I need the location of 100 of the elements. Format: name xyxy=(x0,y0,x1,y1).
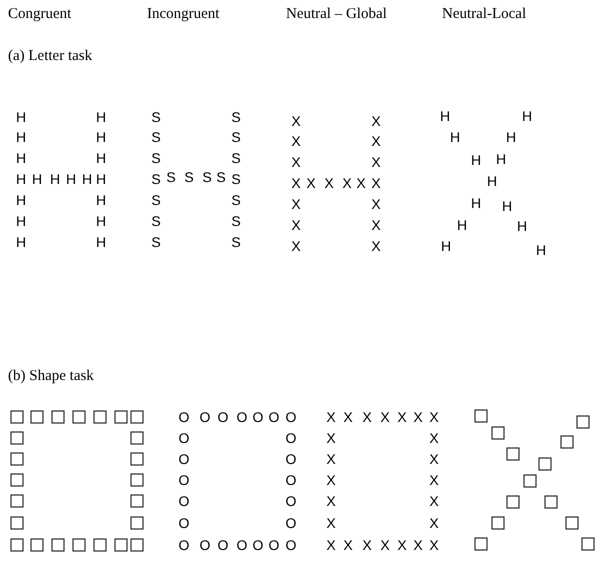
stimulus-letter: X xyxy=(371,238,381,254)
stimulus-letter: X xyxy=(291,113,301,129)
stimulus-letter: H xyxy=(32,171,42,187)
stimulus-letter: S xyxy=(231,213,241,229)
stimulus-letter: X xyxy=(291,238,301,254)
stimulus-letter: S xyxy=(231,171,241,187)
stimulus-letter: S xyxy=(231,192,241,208)
stimulus-letter: H xyxy=(16,109,26,125)
panel-label: (a) Letter task xyxy=(8,47,92,65)
stimulus-letter: X xyxy=(429,430,439,446)
stimulus-letter: O xyxy=(252,537,264,553)
stimulus-letter: X xyxy=(356,175,366,191)
stimulus-letter: X xyxy=(343,537,353,553)
stimulus-letter: X xyxy=(429,493,439,509)
stimulus-letter: S xyxy=(231,150,241,166)
stimulus-letter: H xyxy=(96,213,106,229)
stimulus-letter: H xyxy=(456,217,468,233)
stimulus-letter: X xyxy=(429,451,439,467)
stimulus-letter: X xyxy=(306,175,316,191)
column-heading: Congruent xyxy=(8,5,72,23)
stimulus-letter: O xyxy=(218,537,228,553)
stimulus-letter: X xyxy=(362,409,372,425)
stimulus-letter: H xyxy=(486,173,498,189)
stimulus-letter: S xyxy=(166,169,176,185)
stimulus-letter: O xyxy=(268,537,280,553)
stimulus-letter: X xyxy=(397,409,407,425)
stimulus-letter: O xyxy=(200,537,210,553)
stimulus-letter: H xyxy=(506,129,516,145)
stimulus-letter: O xyxy=(286,515,296,531)
stimulus-letter: H xyxy=(66,171,76,187)
stimulus-letter: H xyxy=(96,129,106,145)
stimulus-letter: S xyxy=(151,150,161,166)
stimulus-letter: H xyxy=(96,192,106,208)
stimulus-letter: X xyxy=(291,154,301,170)
stimulus-letter: S xyxy=(231,129,241,145)
stimulus-letter: H xyxy=(536,242,546,258)
stimulus-letter: S xyxy=(151,109,161,125)
stimulus-letter: X xyxy=(429,472,439,488)
stimulus-letter: X xyxy=(371,175,381,191)
stimulus-letter: S xyxy=(151,213,161,229)
stimulus-letter: S xyxy=(202,169,212,185)
column-heading: Neutral – Global xyxy=(286,5,387,23)
stimulus-letter: X xyxy=(371,154,381,170)
stimulus-letter: S xyxy=(151,234,161,250)
stimulus-letter: O xyxy=(236,409,248,425)
stimulus-letter: X xyxy=(326,493,336,509)
stimulus-letter: O xyxy=(218,409,228,425)
stimulus-letter: S xyxy=(231,109,241,125)
stimulus-letter: X xyxy=(291,217,301,233)
stimulus-letter: H xyxy=(440,238,452,254)
stimulus-letter: H xyxy=(96,234,106,250)
stimulus-letter: X xyxy=(429,515,439,531)
stimulus-letter: O xyxy=(178,409,190,425)
stimulus-letter: X xyxy=(429,537,439,553)
stimulus-letter: S xyxy=(231,234,241,250)
stimulus-letter: O xyxy=(252,409,264,425)
column-heading: Incongruent xyxy=(147,5,220,23)
stimulus-letter: X xyxy=(326,515,336,531)
stimulus-letter: X xyxy=(362,537,372,553)
stimulus-letter: X xyxy=(371,196,381,212)
stimulus-letter: O xyxy=(200,409,210,425)
stimulus-letter: O xyxy=(286,472,296,488)
stimulus-letter: X xyxy=(429,409,439,425)
stimulus-letter: H xyxy=(470,152,482,168)
stimulus-letter: O xyxy=(178,515,190,531)
stimulus-letter: S xyxy=(151,129,161,145)
stimulus-letter: O xyxy=(178,493,190,509)
stimulus-letter: X xyxy=(371,113,381,129)
stimulus-letter: O xyxy=(178,472,190,488)
stimulus-letter: S xyxy=(216,169,226,185)
stimulus-letter: O xyxy=(286,430,296,446)
stimulus-letter: X xyxy=(342,175,352,191)
stimulus-letter: H xyxy=(16,150,26,166)
stimulus-letter: H xyxy=(96,109,106,125)
stimulus-letter: X xyxy=(324,175,334,191)
stimulus-letter: H xyxy=(502,198,512,214)
stimulus-letter: X xyxy=(326,430,336,446)
stimulus-letter: H xyxy=(16,129,26,145)
stimulus-letter: H xyxy=(16,234,26,250)
stimulus-letter: O xyxy=(286,409,296,425)
stimulus-letter: X xyxy=(291,133,301,149)
stimulus-letter: X xyxy=(326,537,336,553)
stimulus-letter: H xyxy=(522,108,532,124)
stimulus-letter: S xyxy=(151,171,161,187)
stimulus-letter: O xyxy=(236,537,248,553)
stimulus-letter: O xyxy=(268,409,280,425)
stimulus-letter: X xyxy=(343,409,353,425)
stimulus-letter: H xyxy=(96,150,106,166)
stimulus-letter: H xyxy=(440,108,450,124)
stimulus-letter: H xyxy=(16,192,26,208)
stimulus-letter: O xyxy=(178,451,190,467)
stimulus-letter: X xyxy=(291,196,301,212)
stimulus-letter: X xyxy=(326,472,336,488)
column-heading: Neutral-Local xyxy=(442,5,526,23)
stimulus-letter: H xyxy=(470,195,482,211)
stimulus-letter: O xyxy=(286,493,296,509)
stimulus-letter: X xyxy=(380,409,390,425)
stimulus-letter: H xyxy=(496,151,506,167)
stimulus-letter: O xyxy=(178,430,190,446)
stimulus-letter: H xyxy=(516,218,528,234)
